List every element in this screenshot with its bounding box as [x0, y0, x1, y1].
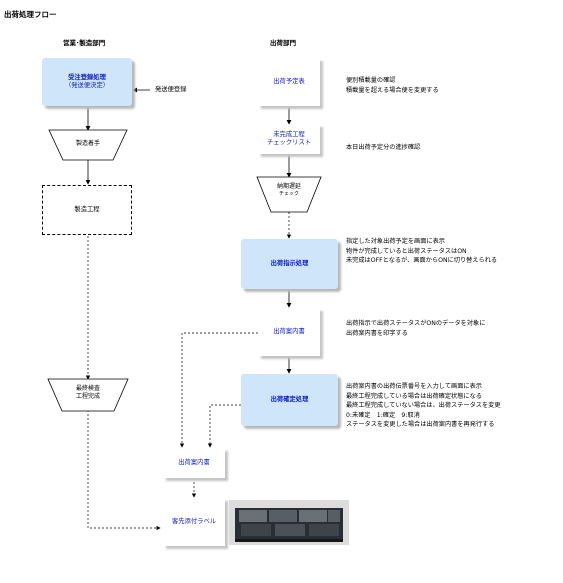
note-uncompleted: 本日出荷予定分の進捗確認: [346, 144, 421, 151]
trapezoid-delay-check: [256, 176, 322, 213]
note-confirm: 出荷案内書の出荷伝票番号を入力して画面に表示 最終工程完成している場合は出荷確定…: [346, 383, 501, 428]
column-header-shipping: 出荷部門: [270, 39, 296, 47]
manufacturing-process-box: 製造工程: [42, 185, 132, 235]
arrow-guide-to-final-guide: [179, 332, 258, 448]
shipping-mode-label: 発送便登録: [155, 86, 187, 93]
shipping-instruction-label: 出荷指示処理: [270, 260, 309, 268]
shipping-schedule-label: 出荷予定表: [273, 78, 305, 86]
shipping-confirm-process: 出荷確定処理: [241, 374, 338, 426]
arrow-inspection-to-label: [87, 410, 161, 531]
delay-check-label: 納期遅延 チェック: [262, 183, 316, 197]
order-entry-label: 受注登録処理: [68, 74, 106, 82]
uncompleted-label-2: チェックリスト: [266, 139, 312, 146]
arrow-confirm-to-final-guide: [207, 404, 241, 448]
final-inspection-label: 最終検査 工程完成: [55, 385, 121, 401]
column-header-sales: 営業･製造部門: [63, 39, 106, 47]
delay-label-1: 納期遅延: [276, 183, 301, 190]
note-instruction: 指定した対象出荷予定を画面に表示 物件が完成していると出荷ステータスはON 未完…: [346, 238, 498, 264]
trapezoid-final-inspection: [47, 378, 129, 412]
trapezoid-manufacturing-start: [48, 129, 128, 161]
note-schedule: 便別積載量の確認 積載量を超える場合便を変更する: [346, 77, 439, 94]
note-guide: 出荷指示で出荷ステータスがONのデータを対象に 出荷案内書を印字する: [346, 320, 486, 337]
shipping-confirm-label: 出荷確定処理: [270, 396, 309, 404]
shipping-instruction-process: 出荷指示処理: [241, 239, 338, 289]
cargo-photo: [229, 500, 349, 545]
page-title: 出荷処理フロー: [4, 10, 57, 19]
order-entry-sublabel: （発送便決定）: [64, 82, 110, 89]
shipping-guide-label: 出荷案内書: [273, 328, 305, 336]
delay-label-2: チェック: [278, 190, 299, 197]
destination-label-text: 客先添付ラベル: [171, 518, 217, 526]
final-shipping-guide-label: 出荷案内書: [178, 459, 210, 467]
order-entry-process: 受注登録処理（発送便決定）: [42, 58, 132, 106]
final-inspection-line2: 工程完成: [75, 392, 100, 400]
final-shipping-guide-doc: 出荷案内書: [163, 448, 225, 478]
destination-label-doc: 客先添付ラベル: [163, 498, 225, 546]
shipping-schedule-doc: 出荷予定表: [258, 58, 320, 106]
uncompleted-label-1: 未完成工程: [273, 131, 305, 139]
shipping-guide-doc: 出荷案内書: [258, 308, 320, 356]
manufacturing-start-label: 製造着手: [75, 140, 100, 147]
final-inspection-line1: 最終検査: [75, 385, 100, 392]
uncompleted-checklist-doc: 未完成工程チェックリスト: [258, 124, 320, 154]
manufacturing-process-label: 製造工程: [74, 206, 100, 214]
